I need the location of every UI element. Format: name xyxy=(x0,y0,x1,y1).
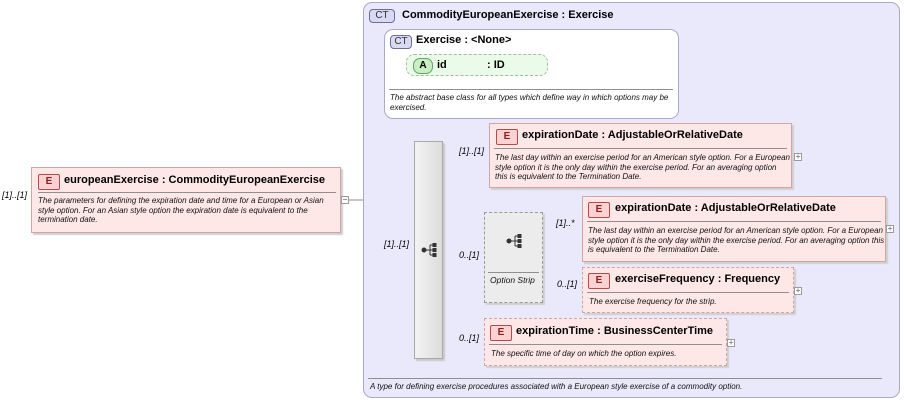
base-type-title: Exercise : <None> xyxy=(416,34,512,46)
option-strip-choice[interactable]: Option Strip xyxy=(484,212,543,303)
strip-expiration-date-description: The last day within an exercise period f… xyxy=(588,226,885,254)
expiration-time-title: expirationTime : BusinessCenterTime xyxy=(516,325,714,337)
sequence-cardinality: [1]..[1] xyxy=(384,239,410,249)
strip-expiration-date-element[interactable]: E expirationDate : AdjustableOrRelativeD… xyxy=(582,196,886,262)
base-type-badge: CT xyxy=(390,35,412,49)
base-type-description: The abstract base class for all types wh… xyxy=(390,93,669,112)
sequence-compositor[interactable] xyxy=(414,141,443,359)
attribute-badge: A xyxy=(413,58,433,74)
element-badge: E xyxy=(490,325,512,341)
expiration-date-title: expirationDate : AdjustableOrRelativeDat… xyxy=(522,129,743,141)
exercise-frequency-title: exerciseFrequency : Frequency xyxy=(615,273,781,285)
element-badge: E xyxy=(588,202,610,218)
divider xyxy=(368,378,882,379)
divider xyxy=(488,272,539,273)
expiration-time-description: The specific time of day on which the op… xyxy=(491,349,677,358)
strip-expiration-date-cardinality: [1]..* xyxy=(556,218,575,228)
divider xyxy=(494,148,787,149)
root-cardinality: [1]..[1] xyxy=(2,190,28,200)
complex-type-title: CommodityEuropeanExercise : Exercise xyxy=(402,9,614,21)
expiration-time-cardinality: 0..[1] xyxy=(459,333,480,343)
element-badge: E xyxy=(496,129,518,145)
attribute-type: : ID xyxy=(487,59,505,71)
root-element-box[interactable]: E europeanExercise : CommodityEuropeanEx… xyxy=(31,167,341,233)
attribute-name: id xyxy=(437,59,447,71)
collapse-toggle[interactable]: − xyxy=(341,195,349,204)
divider xyxy=(587,221,881,222)
divider xyxy=(389,89,673,90)
expand-toggle[interactable]: + xyxy=(794,152,802,161)
complex-type-badge: CT xyxy=(369,9,395,23)
expand-toggle[interactable]: + xyxy=(794,286,802,295)
exercise-frequency-cardinality: 0..[1] xyxy=(557,279,578,289)
exercise-frequency-element[interactable]: E exerciseFrequency : Frequency The exer… xyxy=(582,267,794,313)
option-strip-cardinality: 0..[1] xyxy=(459,250,480,260)
sequence-icon xyxy=(506,234,522,248)
complex-type-description: A type for defining exercise procedures … xyxy=(370,382,743,391)
expiration-date-description: The last day within an exercise period f… xyxy=(495,153,790,181)
exercise-frequency-description: The exercise frequency for the strip. xyxy=(589,297,717,306)
expiration-time-element[interactable]: E expirationTime : BusinessCenterTime Th… xyxy=(484,318,727,366)
divider xyxy=(38,192,336,193)
divider xyxy=(587,292,789,293)
expand-toggle[interactable]: + xyxy=(886,224,894,233)
strip-expiration-date-title: expirationDate : AdjustableOrRelativeDat… xyxy=(615,202,836,214)
expiration-date-cardinality: [1]..[1] xyxy=(459,146,485,156)
element-badge: E xyxy=(588,273,610,289)
option-strip-label: Option Strip xyxy=(490,275,535,285)
divider xyxy=(489,344,722,345)
attribute-id[interactable]: A id : ID xyxy=(406,54,548,76)
expand-toggle[interactable]: + xyxy=(727,338,735,347)
root-element-title: europeanExercise : CommodityEuropeanExer… xyxy=(64,174,326,186)
sequence-icon xyxy=(421,243,437,257)
expiration-date-element[interactable]: E expirationDate : AdjustableOrRelativeD… xyxy=(489,123,792,188)
element-badge: E xyxy=(38,174,60,190)
root-element-description: The parameters for defining the expirati… xyxy=(38,196,324,224)
